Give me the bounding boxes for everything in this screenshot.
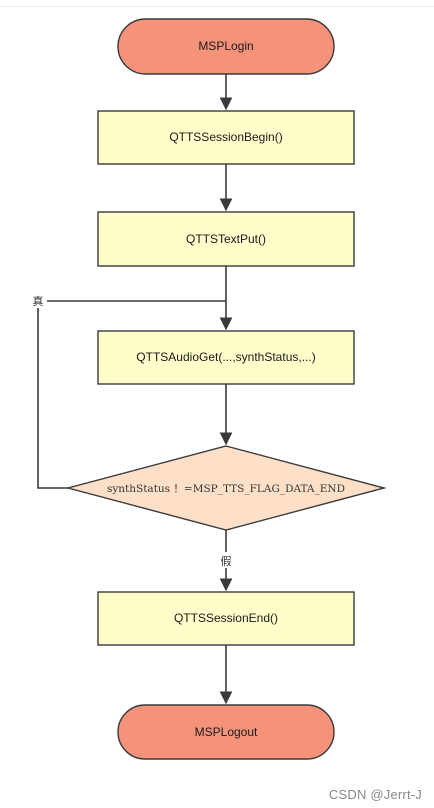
node-end-label: MSPLogout [195,725,258,739]
node-audio-get-label: QTTSAudioGet(...,synthStatus,...) [136,350,315,364]
edge-decision-true-loop [37,300,226,489]
node-text-put: QTTSTextPut() [97,211,355,267]
node-session-end-label: QTTSSessionEnd() [174,611,278,625]
node-audio-get: QTTSAudioGet(...,synthStatus,...) [97,330,355,385]
node-start: MSPLogin [117,18,335,75]
top-divider [0,6,434,7]
edges [37,74,233,705]
false-label-bg [216,552,236,568]
branch-true-label: 真 [33,294,44,308]
branch-false-label: 假 [221,554,232,568]
watermark-text: CSDN @Jerrt-J [328,787,422,802]
node-session-end: QTTSSessionEnd() [97,591,355,646]
node-end: MSPLogout [117,704,335,760]
node-session-begin-label: QTTSSessionBegin() [169,130,282,144]
node-decision-label: synthStatus ！=MSP_TTS_FLAG_DATA_END [107,483,345,495]
node-start-label: MSPLogin [198,39,253,53]
node-text-put-label: QTTSTextPut() [186,232,266,246]
true-label-bg [29,292,47,308]
node-decision: synthStatus ！=MSP_TTS_FLAG_DATA_END [65,445,387,531]
node-session-begin: QTTSSessionBegin() [97,110,355,165]
